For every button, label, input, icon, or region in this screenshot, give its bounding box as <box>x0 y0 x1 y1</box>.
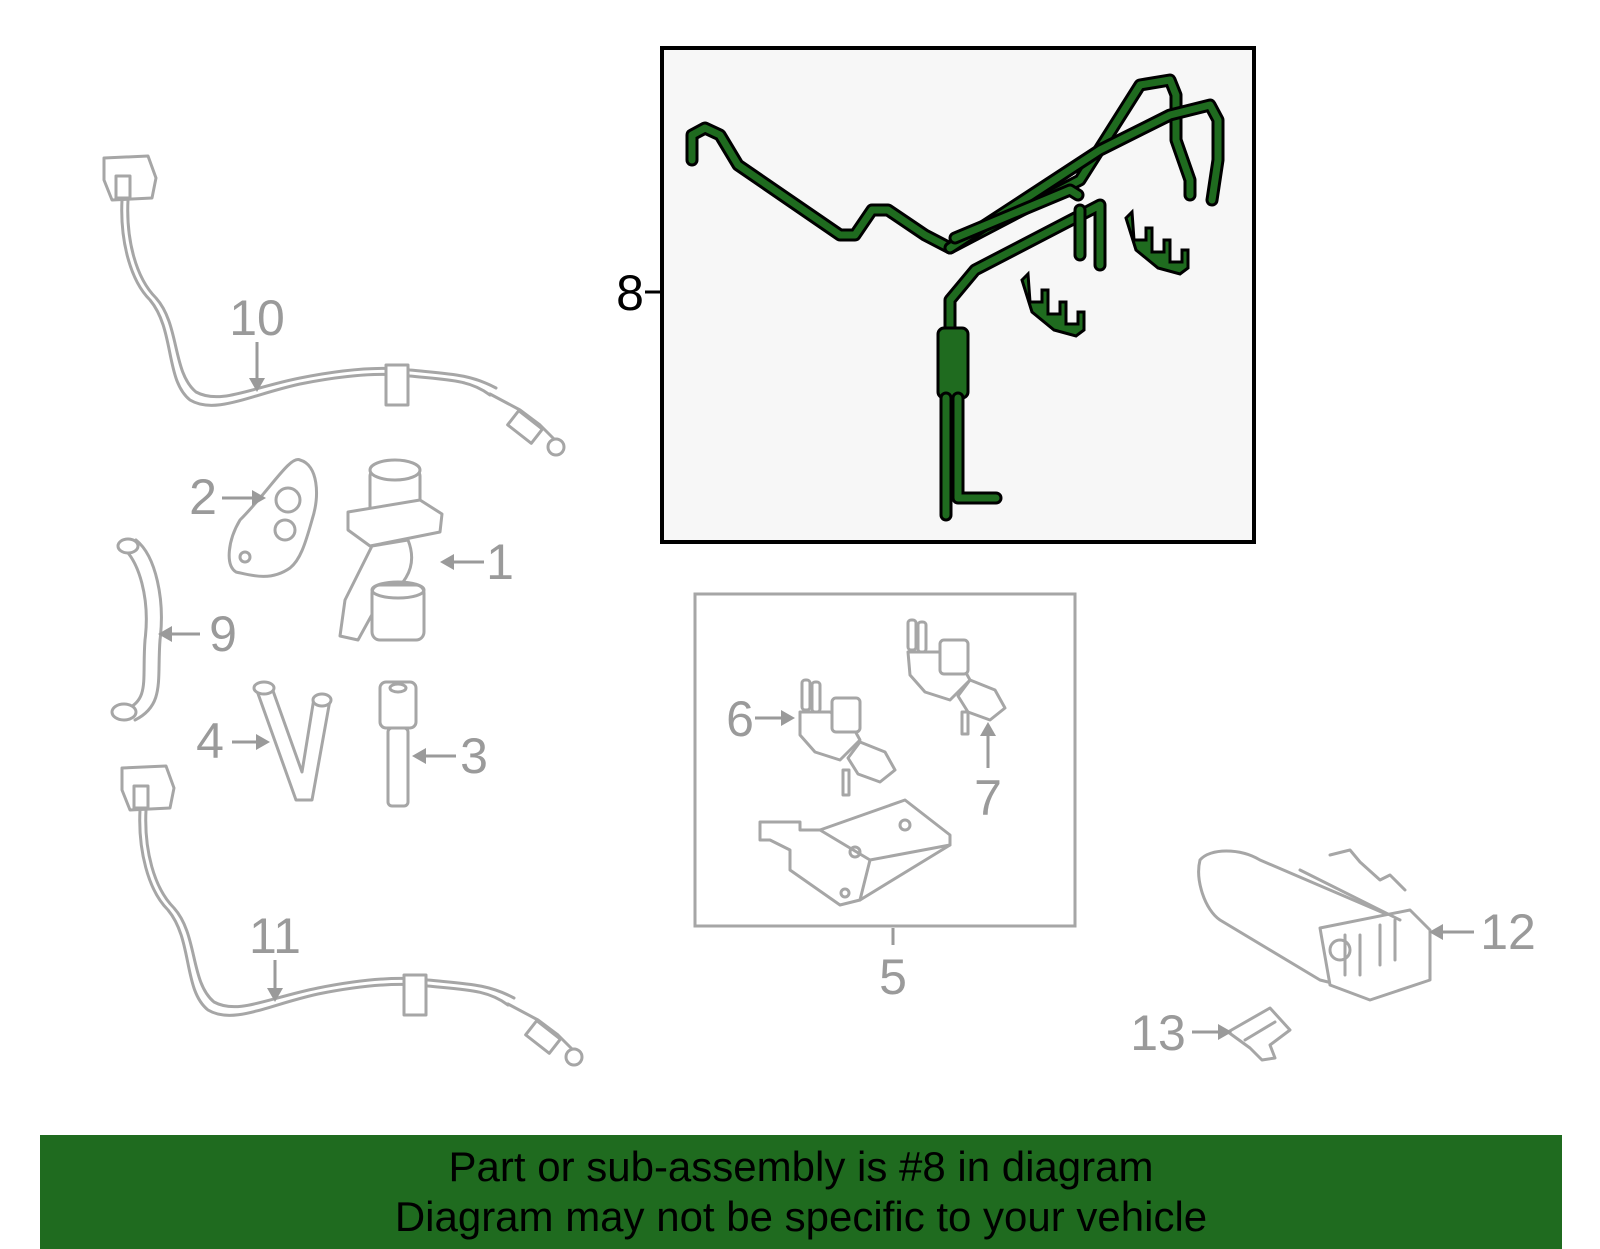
callout-5: 5 <box>879 949 907 1005</box>
hose-clip-upper <box>1124 208 1190 276</box>
part-1-valve[interactable] <box>338 458 444 642</box>
part-6-solenoid[interactable] <box>798 678 897 797</box>
callout-3: 3 <box>460 728 488 784</box>
callout-7: 7 <box>974 770 1002 826</box>
part-11-oxygen-sensor[interactable] <box>120 764 584 1067</box>
part-5-frame <box>693 592 1077 928</box>
part-8-hose-assembly[interactable] <box>685 73 1225 522</box>
callout-1: 1 <box>486 534 514 590</box>
part-9-hose[interactable] <box>110 537 163 722</box>
banner-line-1: Part or sub-assembly is #8 in diagram <box>448 1143 1154 1190</box>
banner-line-2: Diagram may not be specific to your vehi… <box>394 1193 1208 1240</box>
callout-12: 12 <box>1480 904 1536 960</box>
part-7-solenoid[interactable] <box>906 618 1007 736</box>
callout-2: 2 <box>189 469 217 525</box>
part-12-canister[interactable] <box>1197 848 1432 1002</box>
callout-6: 6 <box>726 691 754 747</box>
info-banner: Part or sub-assembly is #8 in diagram Di… <box>40 1135 1562 1249</box>
callout-10: 10 <box>229 290 285 346</box>
part-2-gasket[interactable] <box>227 458 318 578</box>
part-4-hose[interactable] <box>252 680 333 802</box>
part-5-bracket[interactable] <box>758 798 952 907</box>
callout-8: 8 <box>616 265 644 321</box>
callout-13: 13 <box>1130 1005 1186 1061</box>
part-13-bracket[interactable] <box>1226 1006 1292 1062</box>
part-3-connector[interactable] <box>378 680 418 808</box>
callout-9: 9 <box>209 606 237 662</box>
callout-11: 11 <box>249 908 301 964</box>
part-10-oxygen-sensor[interactable] <box>102 154 566 457</box>
hose-clip-lower <box>1020 270 1086 338</box>
callout-4: 4 <box>196 713 224 769</box>
